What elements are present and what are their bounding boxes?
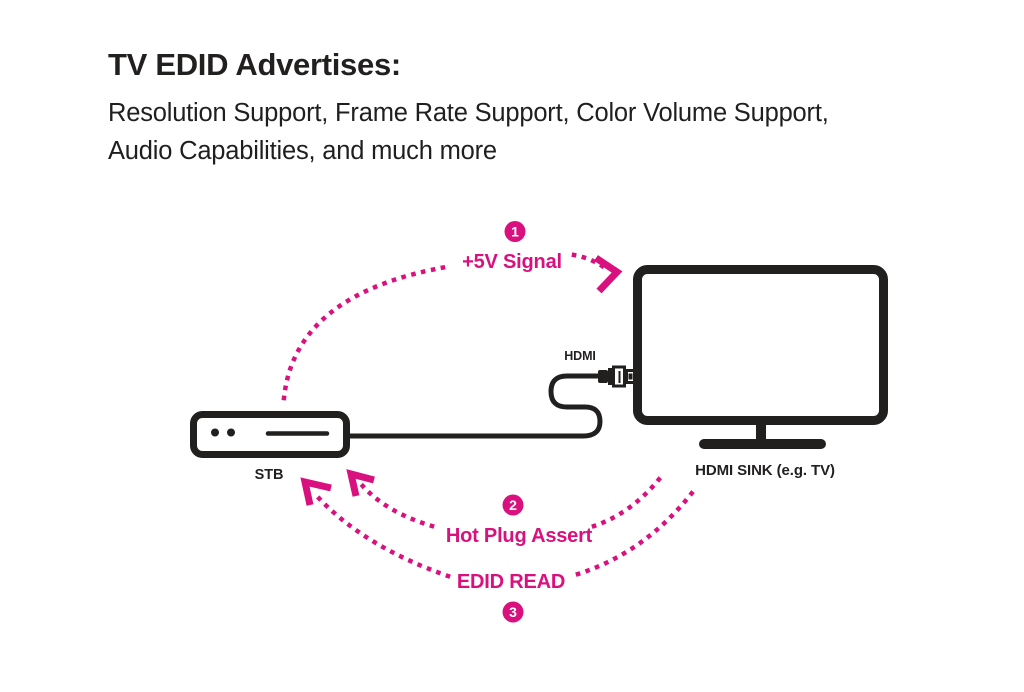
- badge-circle-2: [502, 494, 524, 516]
- arrow-edid-read: 3 EDID READ: [300, 477, 699, 623]
- tv-device: HDMI SINK (e.g. TV): [633, 265, 888, 479]
- subtitle-line-2: Audio Capabilities, and much more: [108, 137, 497, 166]
- subtitle-line-1: Resolution Support, Frame Rate Support, …: [108, 99, 829, 128]
- dotted-arc-hpd-right: [591, 474, 664, 529]
- arrow-hot-plug-assert: 2 Hot Plug Assert: [346, 469, 664, 547]
- dotted-arc-edid-right: [575, 485, 699, 577]
- hdmi-plug-ring: [608, 368, 613, 385]
- tv-stand-post: [756, 420, 766, 442]
- dotted-arc-edid-left: [311, 490, 451, 579]
- step-badge-1: 1: [504, 221, 526, 242]
- badge-number-2: 2: [509, 497, 517, 513]
- header: TV EDID Advertises: Resolution Support, …: [108, 47, 968, 170]
- stb-led-dot: [227, 428, 235, 437]
- badge-circle-3: [502, 601, 524, 623]
- step-badge-3: 3: [502, 601, 524, 623]
- step-label-hot-plug-assert: Hot Plug Assert: [446, 525, 593, 547]
- tv-stand-base: [699, 439, 826, 449]
- hdmi-plug-pin: [628, 373, 633, 380]
- badge-number-3: 3: [509, 604, 517, 620]
- tv-screen: [633, 265, 888, 425]
- dotted-arc-hpd-left: [357, 480, 435, 529]
- dotted-arc-5v-left: [281, 263, 455, 401]
- arrow-5v-signal: 1 +5V Signal: [281, 221, 623, 401]
- step-label-5v-signal: +5V Signal: [462, 251, 562, 273]
- arrowhead-toward-stb-icon: [346, 469, 375, 497]
- arrowhead-toward-stb-icon: [300, 477, 332, 506]
- badge-circle-1: [504, 221, 526, 242]
- hdmi-plug-boot: [598, 370, 608, 383]
- step-label-edid-read: EDID READ: [457, 571, 565, 593]
- stb-led-dot: [211, 428, 219, 437]
- hdmi-connector: HDMI: [564, 349, 636, 388]
- arrowhead-toward-tv-icon: [594, 255, 623, 294]
- stb-label: STB: [255, 467, 284, 483]
- stb-device: STB: [190, 411, 350, 483]
- hdmi-port-label: HDMI: [564, 349, 596, 363]
- tv-label: HDMI SINK (e.g. TV): [695, 462, 835, 479]
- page-title: TV EDID Advertises:: [108, 47, 401, 82]
- step-badge-2: 2: [502, 494, 524, 516]
- hdmi-cable: [345, 373, 603, 439]
- badge-number-1: 1: [511, 224, 519, 240]
